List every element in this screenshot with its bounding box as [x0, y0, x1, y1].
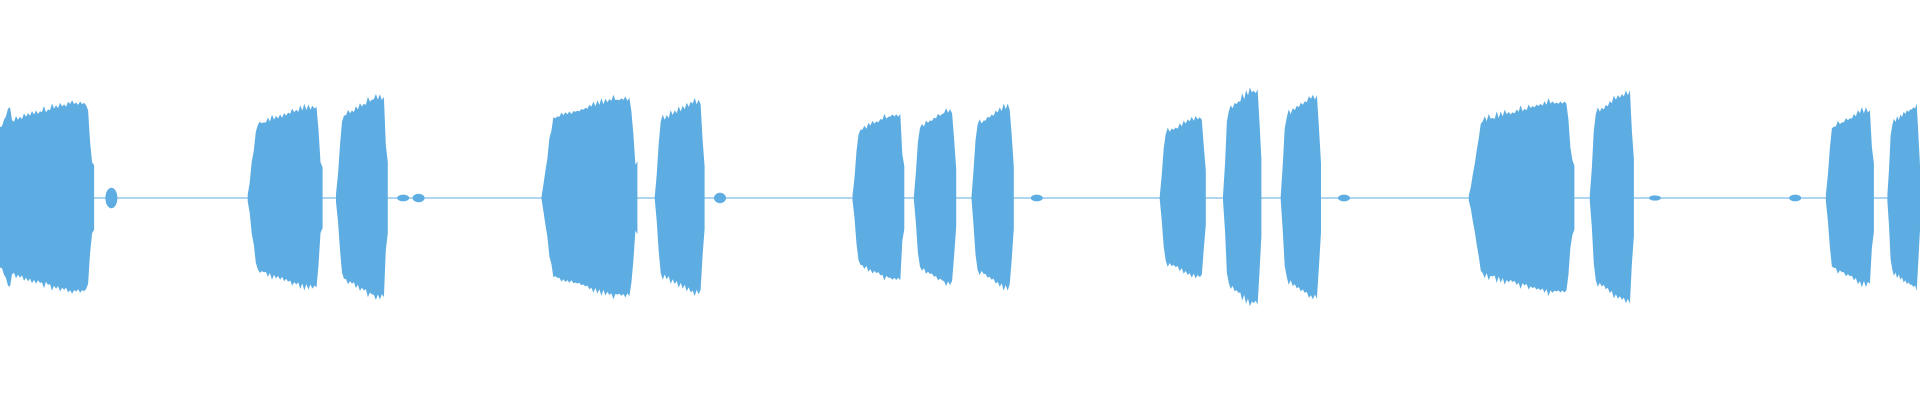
waveform-burst	[541, 94, 638, 300]
waveform-burst	[1887, 103, 1920, 291]
waveform-burst	[1468, 98, 1575, 296]
waveform-burst	[1589, 90, 1634, 304]
waveform-blip	[1030, 194, 1043, 202]
waveform-burst	[654, 97, 705, 297]
waveform-burst	[913, 108, 957, 286]
waveform-blips	[105, 187, 1802, 209]
waveform-blip	[1338, 194, 1350, 202]
waveform-blip	[105, 187, 118, 209]
waveform-burst	[336, 94, 388, 300]
waveform-burst	[1159, 116, 1206, 279]
waveform-blip	[714, 192, 726, 204]
waveform-burst	[247, 103, 323, 291]
waveform-segments	[0, 87, 1920, 307]
waveform-blip	[1789, 194, 1802, 202]
waveform-blip	[412, 193, 425, 203]
waveform-burst	[1280, 94, 1321, 300]
waveform-burst	[0, 100, 95, 294]
waveform-burst	[1825, 107, 1874, 288]
waveform-burst	[971, 103, 1014, 291]
waveform-burst	[1223, 87, 1262, 307]
waveform-blip	[1649, 195, 1661, 201]
waveform-burst	[852, 113, 905, 281]
waveform-blip	[397, 194, 410, 202]
